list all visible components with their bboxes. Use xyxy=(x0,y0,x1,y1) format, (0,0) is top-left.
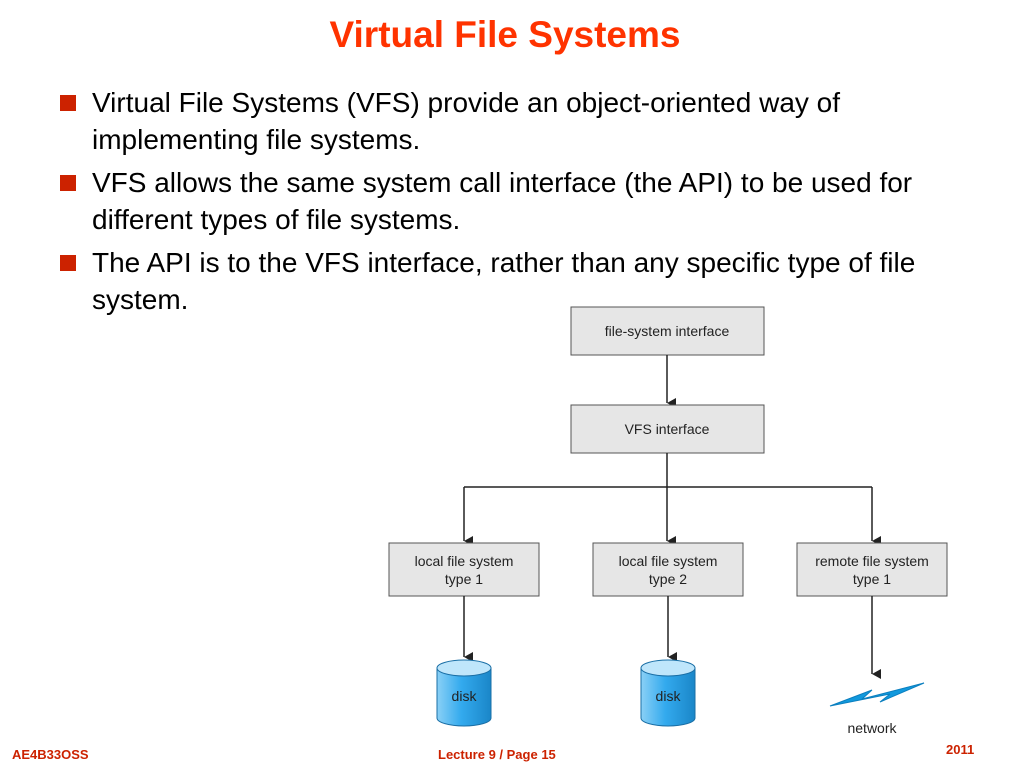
footer-lecture-page: Lecture 9 / Page 15 xyxy=(438,747,556,762)
bullet-text: The API is to the VFS interface, rather … xyxy=(92,247,916,315)
local-fs-type2-box: local file system type 2 xyxy=(592,542,744,597)
bullet-item: The API is to the VFS interface, rather … xyxy=(58,244,978,318)
disk-icon: disk xyxy=(640,659,696,727)
local-fs-type2-label-line2: type 2 xyxy=(649,571,687,587)
bullet-list: Virtual File Systems (VFS) provide an ob… xyxy=(58,84,978,324)
local-fs-type1-box: local file system type 1 xyxy=(388,542,540,597)
bullet-text: Virtual File Systems (VFS) provide an ob… xyxy=(92,87,841,155)
file-system-interface-label: file-system interface xyxy=(605,323,730,339)
disk1-label: disk xyxy=(452,688,478,704)
square-bullet-icon xyxy=(60,175,76,191)
network-bolt-icon: network xyxy=(829,682,925,736)
bullet-item: VFS allows the same system call interfac… xyxy=(58,164,978,238)
remote-fs-type1-label-line1: remote file system xyxy=(815,553,929,569)
footer-course: AE4B33OSS xyxy=(12,747,89,762)
vfs-interface-label: VFS interface xyxy=(625,421,710,437)
disk-icon: disk xyxy=(436,659,492,727)
branch-connectors xyxy=(463,453,881,546)
vfs-interface-box: VFS interface xyxy=(570,404,765,454)
file-system-interface-box: file-system interface xyxy=(570,306,765,356)
bullet-item: Virtual File Systems (VFS) provide an ob… xyxy=(58,84,978,158)
square-bullet-icon xyxy=(60,255,76,271)
square-bullet-icon xyxy=(60,95,76,111)
remote-fs-type1-box: remote file system type 1 xyxy=(796,542,948,597)
local-fs-type2-label-line1: local file system xyxy=(619,553,718,569)
local-fs-type1-label-line1: local file system xyxy=(415,553,514,569)
remote-fs-type1-label-line2: type 1 xyxy=(853,571,891,587)
slide-title: Virtual File Systems xyxy=(329,14,681,55)
bullet-text: VFS allows the same system call interfac… xyxy=(92,167,913,235)
local-fs-type1-label-line2: type 1 xyxy=(445,571,483,587)
footer-year: 2011 xyxy=(946,742,975,757)
disk2-label: disk xyxy=(656,688,682,704)
network-label: network xyxy=(847,720,897,736)
